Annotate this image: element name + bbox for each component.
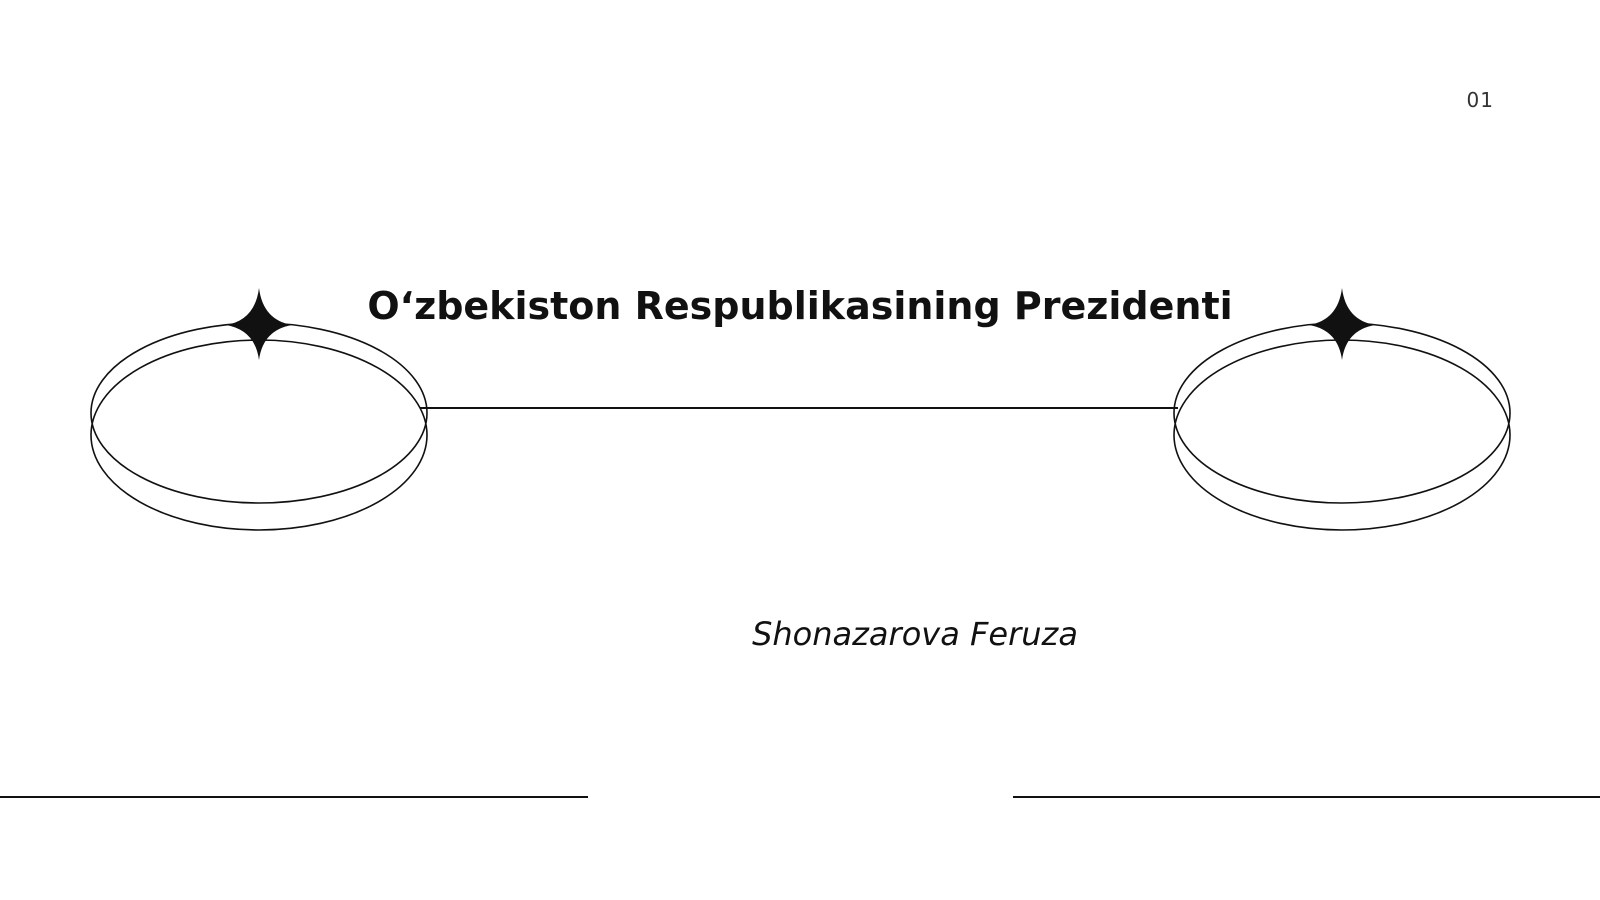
right-star-icon (1309, 288, 1375, 360)
author-name: Shonazarova Feruza (752, 615, 1078, 653)
slide-number: 01 (1466, 88, 1494, 112)
left-star-icon (226, 288, 292, 360)
slide-title: O‘zbekiston Respublikasining Prezidenti (367, 284, 1233, 328)
